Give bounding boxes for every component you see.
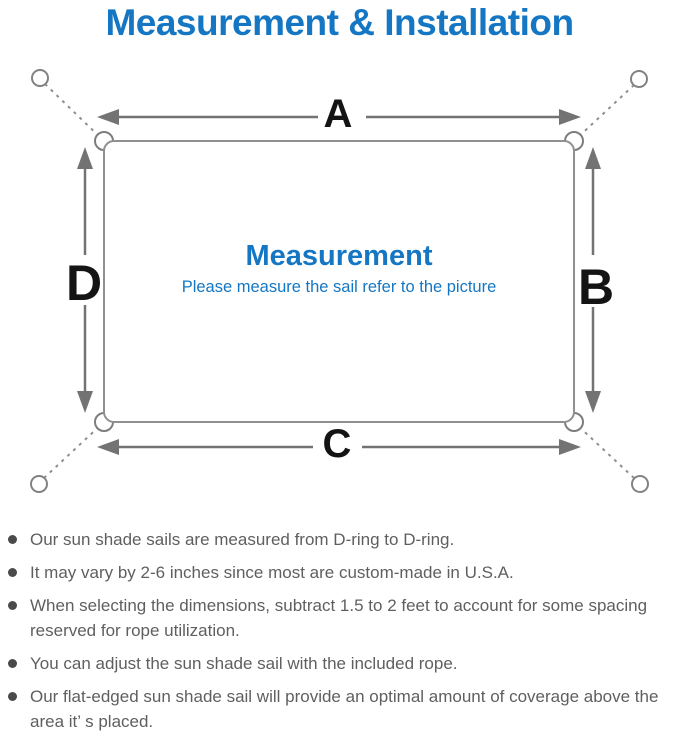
bullet-dot-icon [8, 601, 17, 610]
arrow-a-left-head-icon [97, 109, 119, 125]
arrow-c-left-head-icon [97, 439, 119, 455]
anchor-point-bottom-right-icon [631, 475, 649, 493]
measurement-diagram: A B C D [30, 69, 649, 493]
dimension-label-c: C [323, 422, 352, 466]
measurement-heading: Measurement [245, 240, 433, 272]
bullet-dot-icon [8, 568, 17, 577]
dimension-label-b: B [578, 259, 614, 315]
anchor-point-top-left-icon [31, 69, 49, 87]
rope-line-bottom-left [43, 421, 105, 479]
arrow-a-right-head-icon [559, 109, 581, 125]
measurement-subheading: Please measure the sail refer to the pic… [181, 278, 497, 296]
installation-notes-list: Our sun shade sails are measured from D-… [8, 527, 673, 734]
bullet-dot-icon [8, 535, 17, 544]
arrow-b-down-head-icon [585, 391, 601, 413]
list-item: It may vary by 2-6 inches since most are… [8, 560, 673, 585]
rope-line-bottom-right [573, 421, 635, 479]
note-text: Our flat-edged sun shade sail will provi… [30, 687, 659, 731]
rope-line-top-right [573, 84, 635, 142]
dimension-label-a: A [324, 92, 353, 136]
anchor-point-bottom-left-icon [30, 475, 48, 493]
note-text: You can adjust the sun shade sail with t… [30, 654, 458, 673]
list-item: When selecting the dimensions, subtract … [8, 593, 673, 643]
arrow-b-up-head-icon [585, 147, 601, 169]
bullet-dot-icon [8, 692, 17, 701]
diagram-center-text: Measurement Please measure the sail refe… [104, 241, 574, 297]
list-item: You can adjust the sun shade sail with t… [8, 651, 673, 676]
note-text: It may vary by 2-6 inches since most are… [30, 563, 514, 582]
dimension-label-d: D [66, 255, 102, 311]
list-item: Our flat-edged sun shade sail will provi… [8, 684, 673, 734]
sail-outline [103, 140, 575, 423]
arrow-c-right-head-icon [559, 439, 581, 455]
arrow-d-up-head-icon [77, 147, 93, 169]
page-title: Measurement & Installation [105, 2, 574, 43]
note-text: Our sun shade sails are measured from D-… [30, 530, 455, 549]
anchor-point-top-right-icon [630, 70, 648, 88]
list-item: Our sun shade sails are measured from D-… [8, 527, 673, 552]
bullet-dot-icon [8, 659, 17, 668]
arrow-d-down-head-icon [77, 391, 93, 413]
rope-line-top-left [44, 83, 105, 142]
note-text: When selecting the dimensions, subtract … [30, 596, 648, 640]
